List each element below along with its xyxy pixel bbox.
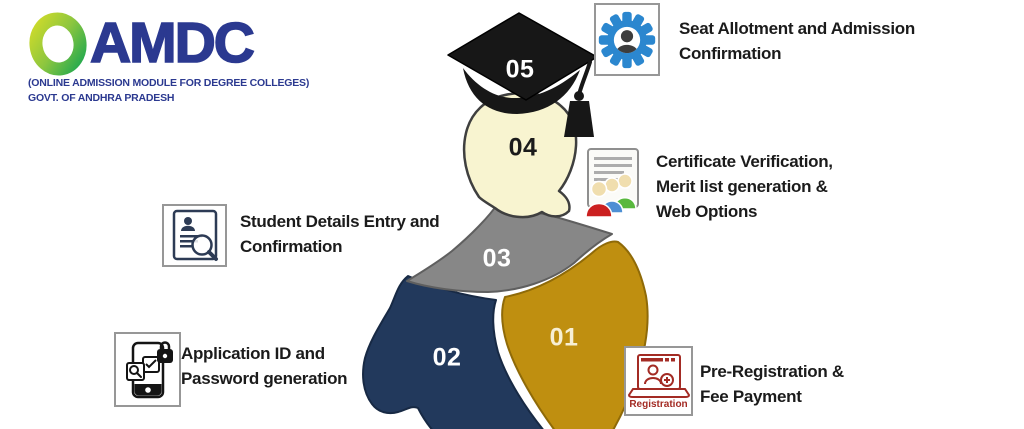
step-label-pre-registration: Pre-Registration & Fee Payment: [700, 362, 844, 406]
step-label-application-id: Application ID and Password generation: [181, 344, 348, 388]
figure-number-02: 02: [432, 343, 462, 372]
figure-segment-05-cap: [447, 12, 598, 101]
figure-number-04: 04: [508, 133, 538, 162]
registration-icon-caption: Registration: [629, 398, 688, 410]
figure-cap-base: [463, 68, 580, 114]
step-label-seat-allotment: Seat Allotment and Admission Confirmatio…: [679, 19, 915, 63]
student-details-icon-box: [162, 204, 227, 267]
figure-segment-04-head: [462, 91, 578, 219]
figure-number-01: 01: [549, 323, 579, 352]
figure-segment-03: [406, 201, 613, 293]
step-label-student-details: Student Details Entry and Confirmation: [240, 212, 440, 256]
logo-subtitle-line1: (ONLINE ADMISSION MODULE FOR DEGREE COLL…: [28, 77, 310, 89]
figure-segment-02: [362, 275, 544, 429]
step-label-certificate-verification: Certificate Verification, Merit list gen…: [656, 152, 833, 221]
gear-user-icon: [596, 6, 658, 74]
cap-tassel: [564, 101, 594, 137]
cap-tassel-knob: [574, 91, 584, 101]
registration-laptop-icon: [627, 353, 690, 401]
oamdc-logo: AMDC (ONLINE ADMISSION MODULE FOR DEGREE…: [28, 10, 309, 105]
application-id-icon-box: [114, 332, 181, 407]
logo-text: AMDC: [89, 10, 256, 76]
phone-security-icon: [119, 337, 177, 403]
figure-number-03: 03: [482, 244, 512, 273]
pre-registration-icon-box: Registration: [624, 346, 693, 416]
cap-tassel-cord: [578, 60, 592, 93]
logo-o-ring-icon: [28, 10, 90, 76]
logo-subtitle-line2: GOVT. OF ANDHRA PRADESH: [28, 91, 175, 104]
figure-segment-01: [501, 240, 649, 429]
certificate-people-icon: [578, 147, 652, 223]
figure-number-05: 05: [505, 55, 535, 84]
seat-allotment-icon-box: [594, 3, 660, 76]
document-search-icon: [167, 208, 223, 263]
